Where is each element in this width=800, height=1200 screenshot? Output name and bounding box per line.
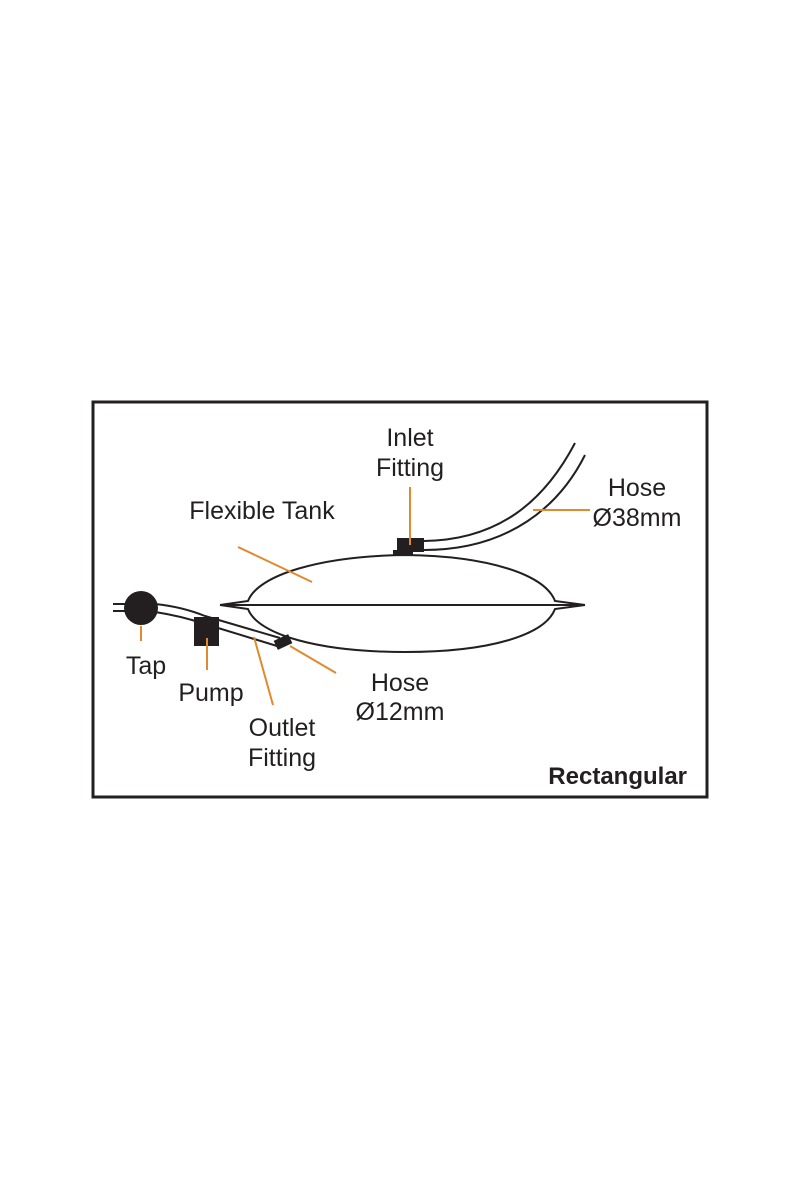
hose-small-label: Hose: [371, 669, 429, 697]
inlet-label: Inlet: [386, 424, 433, 452]
outlet-fitting-label: Fitting: [248, 744, 316, 772]
outlet-fitting: [273, 634, 293, 650]
outlet-leader: [253, 636, 274, 706]
tank-leader: [237, 546, 313, 583]
hose-small-size: Ø12mm: [356, 698, 445, 726]
outlet-label: Outlet: [249, 714, 316, 742]
inlet-fitting-base: [393, 550, 413, 556]
hose-12-leader: [289, 645, 337, 674]
hose-38mm-inner: [423, 454, 586, 551]
hose-large-size: Ø38mm: [593, 504, 682, 532]
tank-type-label: Rectangular: [548, 763, 687, 790]
inlet-fitting-label: Fitting: [376, 454, 444, 482]
pump-label: Pump: [178, 679, 243, 707]
hose-large-label: Hose: [608, 474, 666, 502]
tap-label: Tap: [126, 652, 166, 680]
tap-icon: [124, 591, 158, 625]
hose-38mm-outer: [423, 442, 576, 542]
flexible-tank-label: Flexible Tank: [189, 497, 335, 525]
diagram-frame: [91, 400, 709, 799]
